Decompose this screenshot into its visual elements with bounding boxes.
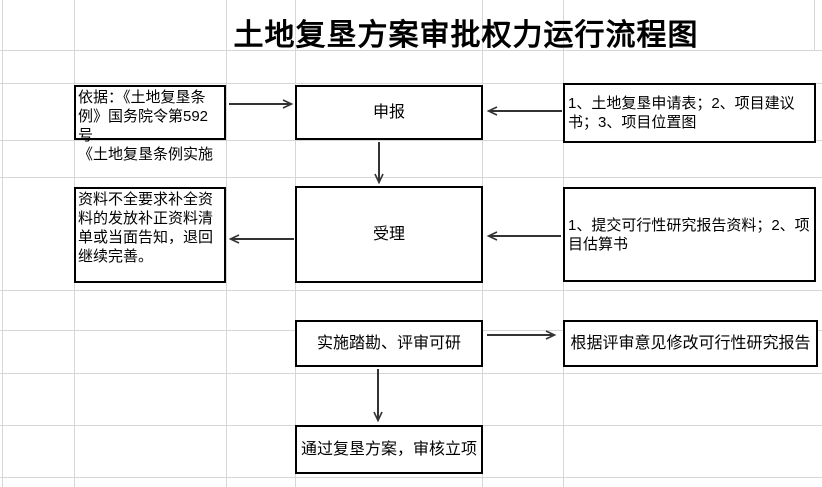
gridline	[226, 0, 227, 487]
gridline	[0, 140, 822, 141]
page-title: 土地复垦方案审批权力运行流程图	[233, 19, 699, 52]
gridline	[0, 177, 822, 178]
gridline	[0, 477, 822, 478]
flow-node-approve: 通过复垦方案，审核立项	[295, 425, 483, 474]
flow-node-incomplete: 资料不全要求补全资 料的发放补正资料清 单或当面告知，退回 继续完善。	[74, 187, 226, 283]
gridline	[0, 373, 822, 374]
flow-node-survey: 实施踏勘、评审可研	[295, 320, 483, 367]
gridline	[0, 50, 822, 51]
gridline	[2, 0, 3, 487]
flow-node-materials2: 1、提交可行性研究报告资料；2、项 目估算书	[563, 187, 816, 282]
flow-node-declare: 申报	[295, 85, 483, 140]
flow-node-accept: 受理	[295, 186, 483, 283]
gridline	[0, 290, 822, 291]
flow-node-revise: 根据评审意见修改可行性研究报告	[563, 320, 818, 367]
flow-node-materials1: 1、土地复垦申请表；2、项目建议 书；3、项目位置图	[563, 83, 816, 143]
gridline	[814, 0, 815, 50]
flow-node-basis: 依据：《土地复垦条 例》国务院令第592号 《土地复垦条例实施	[74, 85, 226, 163]
gridline	[0, 83, 822, 84]
